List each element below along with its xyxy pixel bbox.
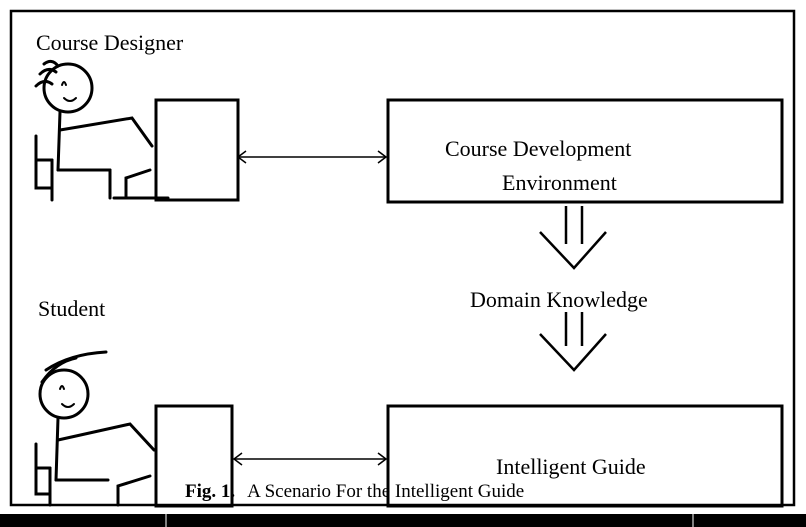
bottom-border (0, 514, 806, 527)
student-figure-icon (34, 350, 156, 507)
designer-figure-icon (34, 59, 170, 202)
top-double-arrow-icon (236, 150, 388, 164)
domain-knowledge-label: Domain Knowledge (470, 287, 648, 312)
bottom-double-arrow-icon (232, 452, 388, 466)
figure-caption: Fig. 1. A Scenario For the Intelligent Gu… (185, 481, 524, 502)
diagram-frame (9, 9, 796, 507)
intelligent-guide-box (386, 404, 784, 508)
cde-label-line2: Environment (502, 170, 617, 195)
course-development-environment-box (386, 98, 784, 204)
caption-text: A Scenario For the Intelligent Guide (247, 481, 524, 502)
down-arrow-icon-upper (539, 206, 607, 270)
student-monitor-icon (154, 404, 234, 508)
intelligent-guide-label: Intelligent Guide (496, 454, 646, 479)
course-designer-label: Course Designer (36, 30, 184, 55)
cde-label-line1: Course Development (445, 136, 631, 161)
down-arrow-icon-lower (539, 312, 607, 372)
student-label: Student (38, 296, 105, 321)
designer-monitor-icon (154, 98, 240, 202)
caption-prefix: Fig. 1. (185, 481, 235, 502)
